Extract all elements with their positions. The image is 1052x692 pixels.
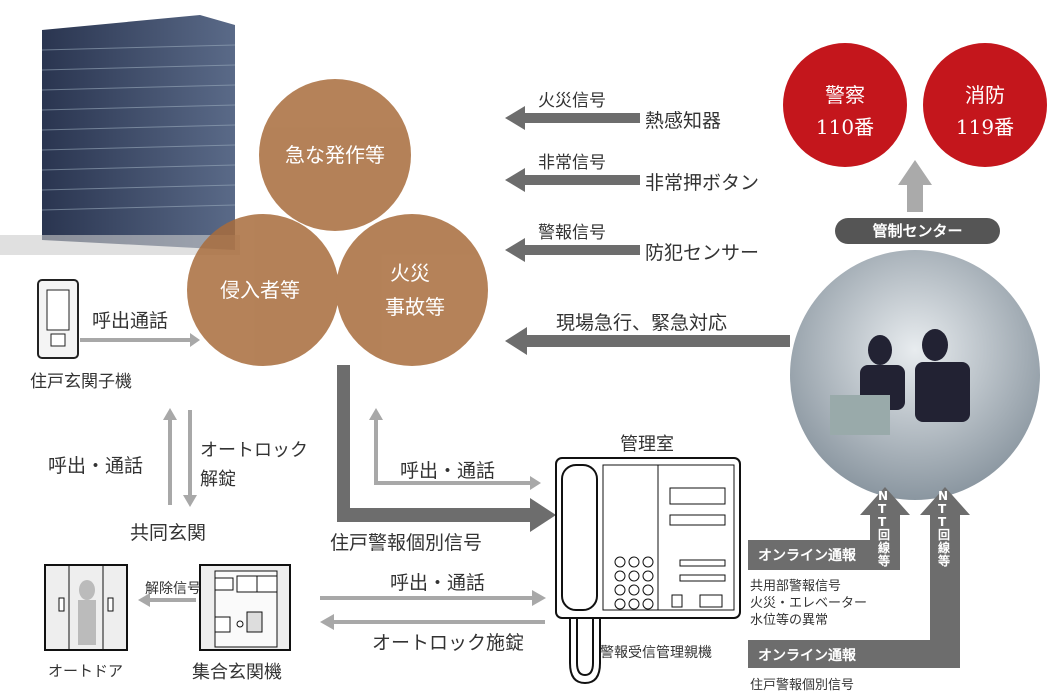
control-center-pill (835, 218, 1000, 244)
entrance-panel-label: 集合玄関機 (192, 662, 282, 683)
online-report-label-2: オンライン通報 (758, 648, 856, 664)
emergency-signal-label: 非常信号 (538, 153, 606, 173)
circle-fire-line1: 火災 (390, 261, 430, 285)
ntt-line-label-2: NTT回線等 (938, 489, 951, 568)
police-circle (783, 43, 907, 167)
auto-door (44, 564, 128, 651)
fire-dept-circle (923, 43, 1047, 167)
circle-sudden-illness: 急な発作等 (285, 143, 385, 167)
up-arrow (898, 160, 932, 212)
security-sensor-label: 防犯センサー (645, 242, 760, 264)
building-image (0, 15, 240, 255)
fire-number: 119番 (955, 115, 1015, 139)
master-unit-label: 警報受信管理親機 (600, 645, 712, 661)
signal-arrows (337, 106, 970, 668)
unit-alarm-label: 住戸警報個別信号 (330, 532, 483, 554)
auto-door-label: オートドア (48, 662, 124, 680)
entrance-panel (199, 564, 291, 651)
unit-call-label: 呼出通話 (92, 310, 169, 332)
bottom-call-label: 呼出・通話 (390, 572, 486, 594)
common-alarm-signal: 共用部警報信号 (750, 579, 842, 594)
door-intercom (37, 279, 79, 359)
risk-circles (187, 79, 488, 366)
water-level-abnormal: 水位等の異常 (750, 613, 829, 628)
circle-fire-line2: 事故等 (385, 295, 445, 319)
heat-detector-label: 熱感知器 (645, 110, 722, 132)
police-number: 110番 (815, 115, 875, 139)
office-label: 管理室 (620, 434, 674, 455)
autolock-lock-label: オートロック施錠 (372, 632, 525, 654)
emergency-button-label: 非常押ボタン (645, 172, 760, 194)
unit-alarm-signal: 住戸警報個別信号 (750, 678, 855, 692)
fire-elevator: 火災・エレベーター (750, 596, 868, 611)
autolock-label-line1: オートロック (200, 440, 308, 461)
master-unit-device (555, 457, 741, 685)
autolock-label-line2: 解錠 (200, 469, 236, 490)
circle-intruder: 侵入者等 (220, 278, 300, 302)
operators (830, 329, 970, 435)
fire-label: 消防 (965, 83, 1005, 107)
release-signal-label: 解除信号 (145, 581, 201, 597)
thin-arrows (80, 333, 546, 630)
rush-response-label: 現場急行、緊急対応 (556, 312, 728, 334)
police-label: 警察 (825, 83, 865, 107)
office-call-label: 呼出・通話 (400, 460, 496, 482)
fire-signal-label: 火災信号 (538, 91, 606, 111)
online-report-label-1: オンライン通報 (758, 548, 856, 564)
common-entrance-label: 共同玄関 (130, 522, 207, 544)
control-center-label: 管制センター (872, 222, 963, 240)
door-intercom-label: 住戸玄関子機 (30, 372, 132, 392)
ntt-line-label-1: NTT回線等 (878, 489, 891, 568)
alarm-signal-label: 警報信号 (538, 223, 606, 243)
keypad (614, 556, 654, 610)
call-talk-label: 呼出・通話 (48, 455, 144, 477)
